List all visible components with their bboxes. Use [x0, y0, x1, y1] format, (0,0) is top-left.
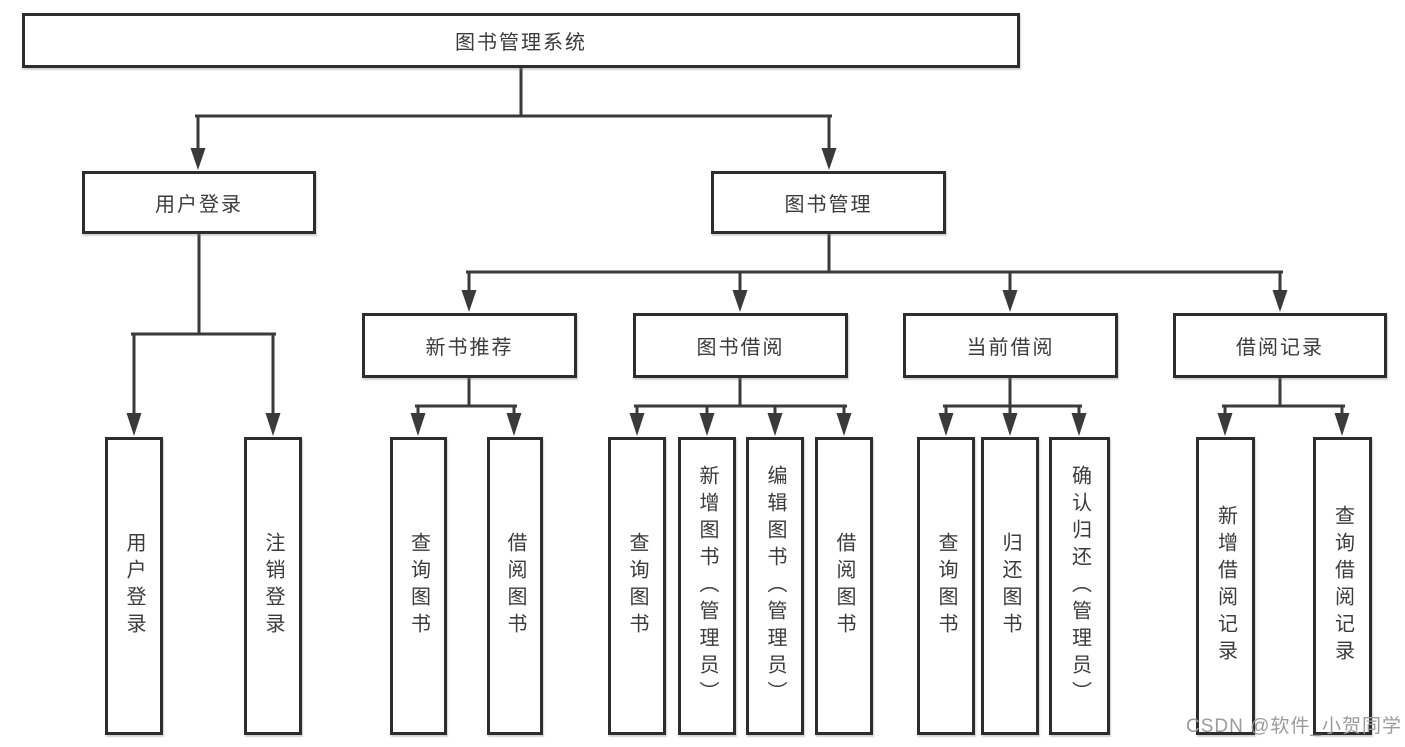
leaf-add-books-admin: 新增图书（管理员）	[678, 437, 736, 735]
arrowhead-icon	[1002, 290, 1018, 312]
leaf-label: 归还图书	[999, 532, 1021, 640]
node-current-borrowing: 当前借阅	[903, 313, 1118, 378]
node-borrowing-records: 借阅记录	[1173, 313, 1387, 378]
leaf-add-borrow-record: 新增借阅记录	[1196, 437, 1255, 735]
leaf-logout: 注销登录	[244, 437, 302, 735]
arrowhead-icon	[265, 413, 281, 436]
connector-root-to-level2	[195, 66, 832, 152]
leaf-label: 查询图书	[935, 532, 957, 640]
leaf-borrow-books: 借阅图书	[815, 437, 873, 735]
arrowhead-icon	[938, 413, 954, 436]
connector-current-to-leaves	[943, 376, 1082, 416]
arrowhead-icon	[1071, 413, 1087, 436]
arrowhead-icon	[410, 413, 426, 436]
arrowhead-icon	[461, 290, 477, 312]
leaf-return-books: 归还图书	[981, 437, 1039, 735]
connector-borrow-to-leaves	[634, 376, 847, 416]
leaf-query-borrow-record: 查询借阅记录	[1313, 437, 1372, 735]
connector-userlogin-to-leaves	[131, 232, 276, 417]
leaf-label: 确认归还（管理员）	[1068, 464, 1091, 708]
leaf-label: 编辑图书（管理员）	[764, 464, 786, 708]
arrowhead-icon	[126, 413, 142, 436]
arrowhead-icon	[629, 413, 645, 436]
leaf-borrow-books: 借阅图书	[487, 437, 543, 735]
node-user-login: 用户登录	[82, 171, 316, 234]
leaf-user-login: 用户登录	[105, 437, 163, 735]
arrowhead-icon	[821, 148, 837, 170]
node-book-management: 图书管理	[711, 171, 946, 234]
leaf-query-books: 查询图书	[390, 437, 447, 735]
leaf-confirm-return-admin: 确认归还（管理员）	[1049, 437, 1110, 735]
leaf-label: 用户登录	[123, 532, 145, 640]
leaf-label: 借阅图书	[504, 532, 526, 640]
leaf-label: 查询图书	[626, 532, 648, 640]
node-library-management-system: 图书管理系统	[22, 13, 1020, 68]
leaf-label: 查询借阅记录	[1331, 505, 1354, 667]
csdn-watermark: CSDN @软件_小贺同学	[1186, 716, 1402, 737]
leaf-label: 新增借阅记录	[1214, 505, 1237, 667]
arrowhead-icon	[1217, 413, 1233, 436]
arrowhead-icon	[836, 413, 852, 436]
leaf-label: 新增图书（管理员）	[696, 464, 718, 708]
connector-recommend-to-leaves	[415, 376, 517, 416]
arrowhead-icon	[767, 413, 783, 436]
arrowhead-icon	[190, 148, 206, 170]
arrowhead-icon	[699, 413, 715, 436]
connector-records-to-leaves	[1222, 376, 1345, 416]
arrowhead-icon	[1002, 413, 1018, 436]
arrowhead-icon	[732, 290, 748, 312]
leaf-label: 注销登录	[262, 532, 284, 640]
leaf-label: 查询图书	[407, 532, 430, 640]
leaf-query-books: 查询图书	[608, 437, 666, 735]
node-new-book-recommendation: 新书推荐	[362, 313, 577, 378]
arrowhead-icon	[506, 413, 522, 436]
connector-bookmgmt-to-level3	[466, 232, 1283, 293]
leaf-label: 借阅图书	[833, 532, 855, 640]
node-book-borrowing: 图书借阅	[633, 313, 848, 378]
leaf-edit-books-admin: 编辑图书（管理员）	[746, 437, 804, 735]
arrowhead-icon	[1334, 413, 1350, 436]
leaf-query-books: 查询图书	[917, 437, 975, 735]
arrowhead-icon	[1272, 290, 1288, 312]
